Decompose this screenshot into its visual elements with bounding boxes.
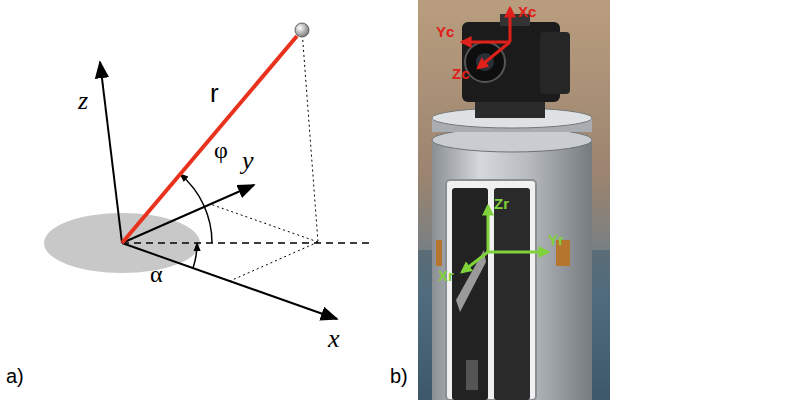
dotted-line — [230, 242, 318, 281]
axis-label: y — [242, 148, 254, 174]
dashed-line — [122, 242, 372, 243]
radius-line — [122, 36, 297, 243]
robot-photo — [418, 0, 610, 400]
frame-axis-label: Xr — [438, 268, 454, 283]
panel-label: b) — [390, 366, 408, 386]
frame-axis-label: Yc — [436, 24, 454, 39]
radius-label: r — [210, 80, 219, 106]
angle-label: φ — [214, 138, 228, 162]
angle-label: α — [150, 262, 163, 286]
frame-axis-label: Zc — [452, 66, 470, 81]
point — [295, 23, 309, 37]
z-axis — [100, 62, 122, 243]
angle-arc — [180, 174, 212, 243]
axis-label: z — [78, 88, 88, 114]
x-axis — [122, 243, 337, 319]
angle-arc — [193, 243, 197, 268]
frame-axis-label: Yr — [548, 232, 564, 247]
y-axis — [122, 185, 254, 243]
dotted-line — [210, 204, 318, 242]
frame-axis-label: Zr — [494, 196, 509, 211]
panel-label: a) — [6, 366, 24, 386]
frame-axis-label: Xc — [518, 4, 536, 19]
axis-label: x — [328, 326, 340, 352]
dotted-line — [302, 30, 318, 242]
coordinate-sketch — [44, 23, 372, 319]
